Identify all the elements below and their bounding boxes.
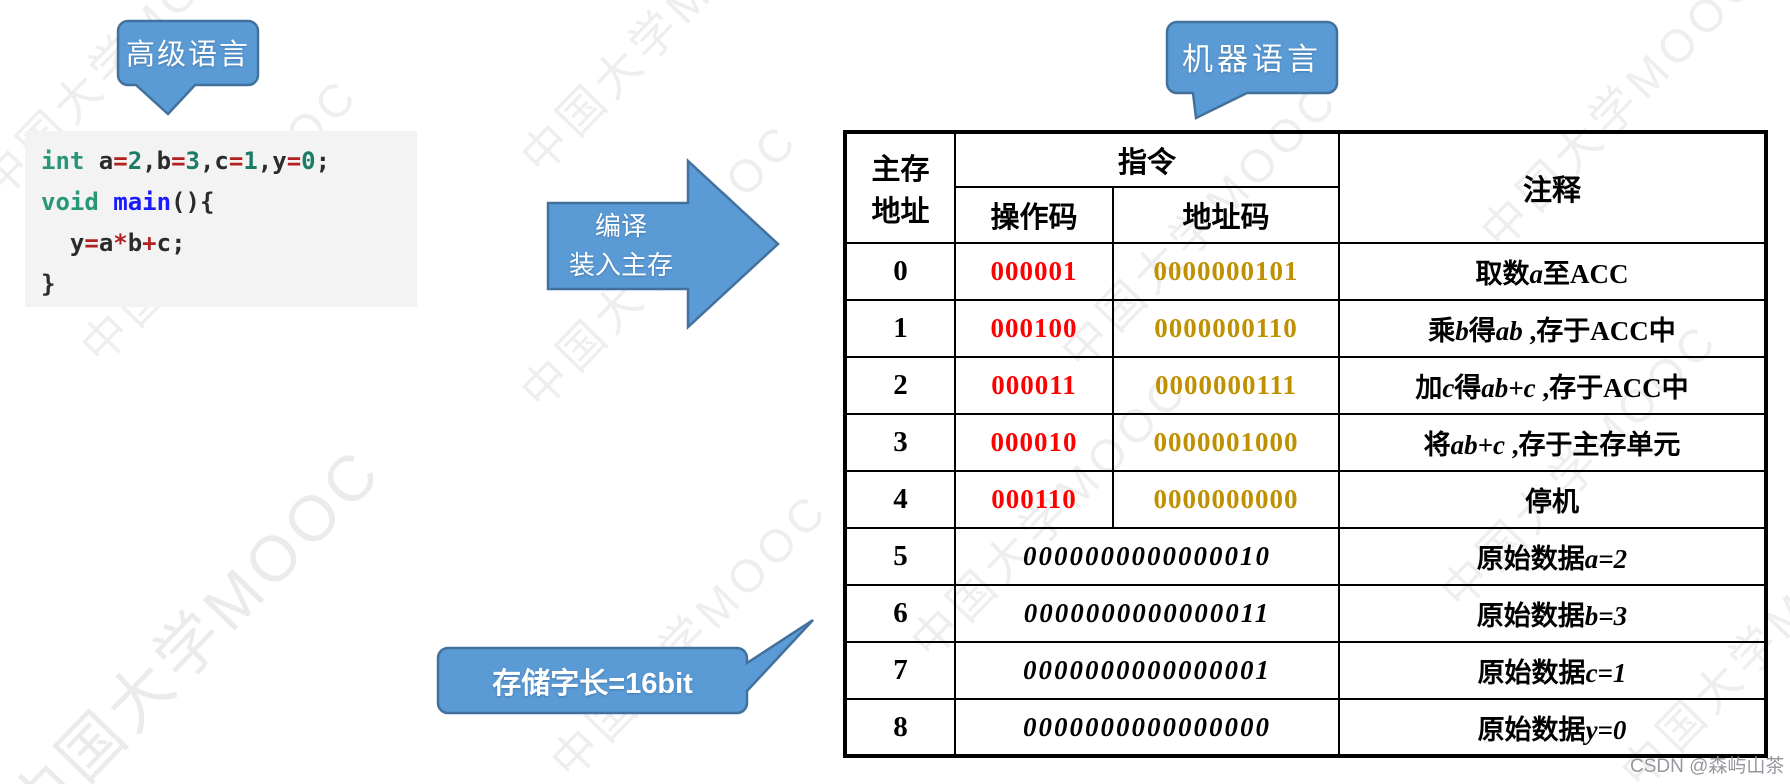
compile-arrow-label-line1: 编译	[594, 211, 647, 241]
table-header-row-1: 主存 地址 指令 注释	[844, 131, 1767, 244]
opcode-cell: 000010	[954, 413, 1114, 472]
machine-language-label: 机器语言	[1182, 42, 1322, 77]
comment-cell: 将ab+c ,存于主存单元	[1338, 413, 1767, 472]
header-memory-address: 主存 地址	[844, 131, 956, 244]
word-length-label: 存储字长=16bit	[492, 667, 693, 700]
header-memory-address-line1: 主存	[871, 154, 930, 186]
header-instruction: 指令	[954, 131, 1340, 188]
memory-address-cell: 7	[844, 641, 956, 700]
comment-cell: 加c得ab+c ,存于ACC中	[1338, 356, 1767, 415]
memory-address-cell: 2	[844, 356, 956, 415]
code-line: }	[41, 270, 56, 298]
code-line: y=a*b+c;	[41, 229, 186, 257]
address-code-cell: 0000000111	[1112, 356, 1340, 415]
memory-address-cell: 0	[844, 242, 956, 301]
data-word-cell: 0000000000000000	[954, 698, 1340, 757]
comment-cell: 乘b得ab ,存于ACC中	[1338, 299, 1767, 358]
memory-address-cell: 5	[844, 527, 956, 586]
address-code-cell: 0000000000	[1112, 470, 1340, 529]
watermark: 中国大学MOOC	[540, 482, 839, 784]
address-code-cell: 0000000101	[1112, 242, 1340, 301]
code-line: void main(){	[41, 188, 215, 216]
table-header-row-2: 操作码 地址码	[845, 186, 1766, 244]
comment-cell: 原始数据a=2	[1338, 527, 1767, 586]
comment-cell: 原始数据c=1	[1338, 641, 1767, 700]
comment-cell: 取数a至ACC	[1338, 242, 1767, 301]
memory-address-cell: 3	[844, 413, 956, 472]
header-address-code: 地址码	[1112, 186, 1340, 244]
compile-arrow-label: 编译 装入主存	[548, 203, 694, 289]
data-word-cell: 0000000000000011	[954, 584, 1340, 643]
high-level-language-label: 高级语言	[125, 39, 250, 71]
source-code-block: int a=2,b=3,c=1,y=0; void main(){ y=a*b+c…	[25, 131, 417, 307]
opcode-cell: 000001	[954, 242, 1114, 301]
code-lines: int a=2,b=3,c=1,y=0; void main(){ y=a*b+c…	[41, 141, 417, 305]
compile-arrow-label-line2: 装入主存	[568, 250, 673, 280]
header-comment: 注释	[1338, 131, 1767, 244]
data-word-cell: 0000000000000010	[954, 527, 1340, 586]
data-word-cell: 0000000000000001	[954, 641, 1340, 700]
code-line: int a=2,b=3,c=1,y=0;	[41, 147, 331, 175]
header-opcode: 操作码	[954, 186, 1114, 244]
comment-cell: 原始数据b=3	[1338, 584, 1767, 643]
address-code-cell: 0000000110	[1112, 299, 1340, 358]
address-code-cell: 0000001000	[1112, 413, 1340, 472]
watermark: 中国大学MOOC	[0, 433, 396, 784]
opcode-cell: 000011	[954, 356, 1114, 415]
csdn-credit: CSDN @森屿山茶	[1630, 756, 1785, 777]
memory-address-cell: 8	[844, 698, 956, 757]
memory-address-cell: 1	[844, 299, 956, 358]
opcode-cell: 000110	[954, 470, 1114, 529]
comment-cell: 停机	[1338, 470, 1767, 529]
opcode-cell: 000100	[954, 299, 1114, 358]
comment-cell: 原始数据y=0	[1338, 698, 1767, 757]
memory-address-cell: 6	[844, 584, 956, 643]
header-memory-address-line2: 地址	[871, 196, 930, 228]
memory-address-cell: 4	[844, 470, 956, 529]
